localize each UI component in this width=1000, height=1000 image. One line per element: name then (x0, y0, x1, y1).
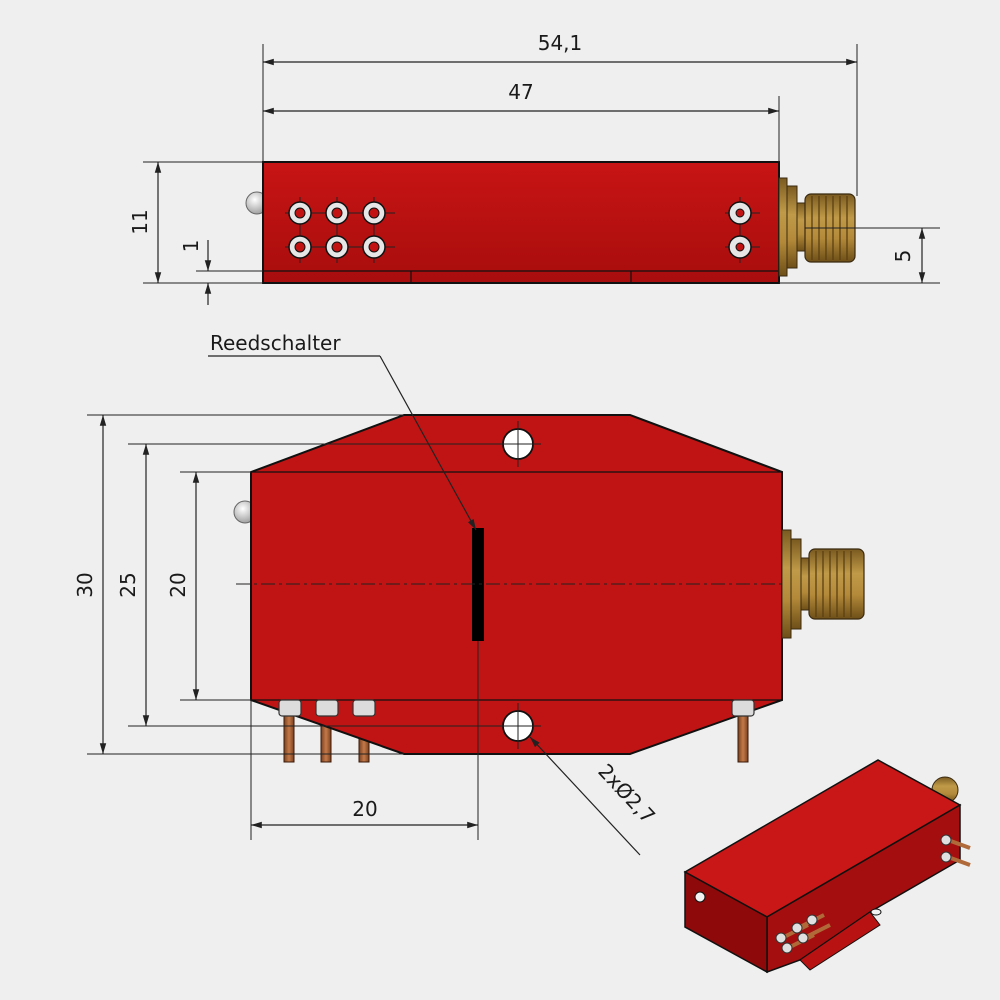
isometric-view (683, 759, 971, 974)
side-connector-flange (778, 177, 788, 277)
label-reed-switch: Reedschalter (210, 331, 341, 355)
dim-height: 11 (128, 209, 152, 234)
dim-base-offset: 1 (179, 240, 203, 253)
pin-cap (278, 699, 302, 717)
dim-hole-spacing: 25 (116, 572, 140, 597)
dim-reed-position: 20 (352, 797, 377, 821)
dim-overall-length: 54,1 (538, 31, 583, 55)
reed-switch (472, 528, 484, 641)
side-view: 54,1 47 11 1 5 (128, 31, 940, 305)
top-connector-flange (781, 529, 792, 639)
top-view: 30 25 20 20 Reedschalter 2xØ2,7 (73, 331, 865, 856)
dim-width-total: 30 (73, 572, 97, 597)
iso-pins (775, 834, 971, 954)
side-holes (285, 197, 760, 263)
dim-body-length: 47 (508, 80, 533, 104)
dim-body-width: 20 (166, 572, 190, 597)
label-hole-callout: 2xØ2,7 (593, 759, 660, 828)
dim-connector-axis-height: 5 (891, 250, 915, 263)
side-body (262, 161, 780, 284)
